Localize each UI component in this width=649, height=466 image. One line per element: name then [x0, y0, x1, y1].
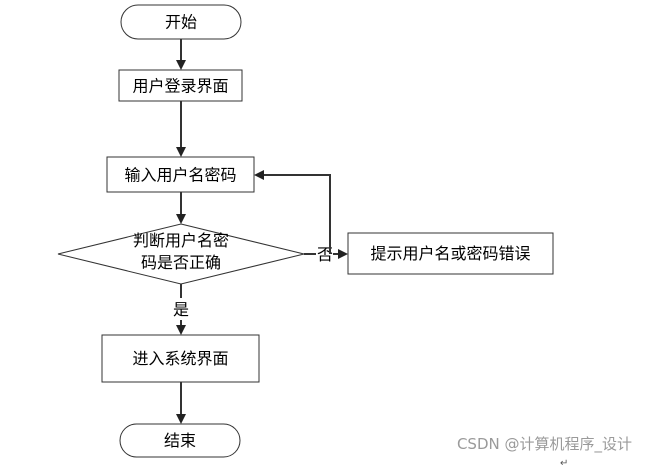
login-page-node: 用户登录界面 [118, 69, 243, 102]
credentials-check-decision: 判断用户名密 码是否正确 [57, 223, 305, 285]
error-prompt-node: 提示用户名或密码错误 [347, 232, 554, 275]
edge-loop-back-to-input [254, 170, 331, 254]
input-credentials-label: 输入用户名密码 [124, 166, 236, 185]
enter-system-node: 进入系统界面 [101, 334, 260, 383]
enter-system-label: 进入系统界面 [132, 349, 228, 368]
start-node: 开始 [120, 4, 242, 40]
input-credentials-node: 输入用户名密码 [106, 156, 255, 193]
csdn-watermark: CSDN @计算机程序_设计 [457, 435, 632, 454]
end-node: 结束 [119, 423, 241, 458]
yes-label: 是 [173, 300, 189, 319]
error-prompt-label: 提示用户名或密码错误 [370, 244, 530, 263]
decision-label-line2: 码是否正确 [141, 253, 221, 272]
return-mark: ↵ [560, 458, 568, 466]
login-page-label: 用户登录界面 [132, 77, 228, 96]
decision-label-line1: 判断用户名密 [133, 231, 229, 250]
start-label: 开始 [165, 13, 197, 32]
end-label: 结束 [164, 431, 196, 450]
